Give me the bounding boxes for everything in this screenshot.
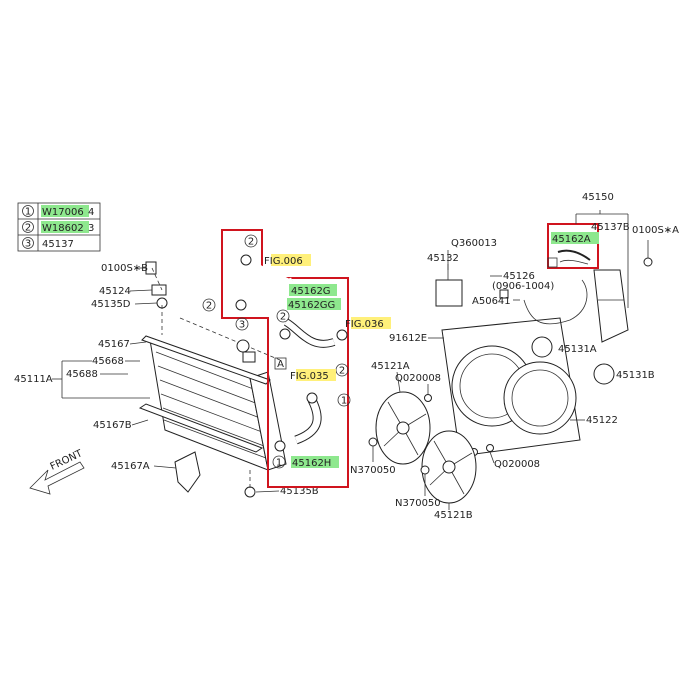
label-45668: 45668 — [92, 356, 124, 367]
fan-shroud-assembly — [424, 257, 653, 457]
hose-clamp-lower-left — [279, 328, 291, 340]
hose-clamp-upper — [240, 254, 252, 266]
label-a50641: A50641 — [472, 296, 511, 307]
label-45135d: 45135D — [91, 299, 131, 310]
label-45150: 45150 — [582, 192, 614, 203]
fig-036-reference[interactable]: FIG.036 — [345, 319, 384, 330]
label-45126: 45126 — [503, 271, 535, 282]
label-45121a: 45121A — [371, 361, 410, 372]
label-q020008-a: Q020008 — [395, 373, 441, 384]
part-45162gg[interactable]: 45162GG — [288, 300, 335, 311]
legend-part-2: W18602 — [42, 223, 84, 234]
label-45131a: 45131A — [558, 344, 597, 355]
lower-support-bar — [138, 403, 264, 453]
hose-group: 2 2 3 2 2 1 1 A FIG.006 FIG.036 FIG.035 … — [202, 229, 391, 488]
left-labels: 0100S∗B 45124 45135D 45167 45668 45111A … — [14, 263, 319, 497]
cushion-45135b — [244, 486, 256, 498]
fan-motor-45131a — [531, 336, 553, 358]
legend-num-1: 1 — [25, 207, 31, 218]
label-0100s-b: 0100S∗B — [101, 263, 148, 274]
legend-num-3: 3 — [25, 239, 31, 250]
hose-45162a-group: 45162A — [547, 223, 599, 269]
label-q360013: Q360013 — [451, 238, 497, 249]
callout-2-right: 2 — [339, 366, 345, 377]
legend-table: 1 2 3 W17006 4 W18602 3 45137 — [17, 202, 101, 252]
fitting-3 — [236, 339, 250, 353]
label-0100s-a: 0100S∗A — [632, 225, 679, 236]
callout-1-right: 1 — [341, 396, 347, 407]
part-45162h[interactable]: 45162H — [292, 458, 331, 469]
hose-clamp-right — [336, 329, 348, 341]
reference-box-a: A — [277, 359, 284, 370]
label-45167b: 45167B — [93, 420, 132, 431]
upper-support-bar — [141, 335, 271, 385]
legend-num-2: 2 — [25, 223, 31, 234]
hose-clamp-bottom — [274, 440, 286, 452]
fan-resistor — [435, 279, 463, 307]
label-45167: 45167 — [98, 339, 130, 350]
red-highlight-45162a — [547, 223, 599, 269]
hose-clamp-mid — [235, 299, 247, 311]
fan-opening-right — [503, 361, 577, 435]
callout-2-top: 2 — [248, 237, 254, 248]
hose-clamp-lower — [306, 392, 318, 404]
label-45132: 45132 — [427, 253, 459, 264]
label-45111a: 45111A — [14, 374, 53, 385]
label-45135b: 45135B — [280, 486, 319, 497]
legend-part-3: 45137 — [42, 239, 74, 250]
label-n370050-a: N370050 — [350, 465, 396, 476]
label-45122: 45122 — [586, 415, 618, 426]
radiator-fins — [155, 351, 267, 459]
coolant-reservoir — [593, 269, 629, 343]
radiator-assembly — [138, 261, 287, 498]
callout-1-bottom: 1 — [276, 458, 282, 469]
label-45688: 45688 — [66, 369, 98, 380]
label-45167a: 45167A — [111, 461, 150, 472]
fan-motor-45131b — [593, 363, 615, 385]
legend-suffix-2: 3 — [88, 223, 94, 234]
red-highlight-hoses — [221, 229, 349, 488]
label-91612e: 91612E — [389, 333, 427, 344]
nut-n370050-b — [420, 465, 430, 475]
right-labels: 45150 45137B 0100S∗A Q360013 45132 45126… — [350, 192, 679, 521]
callout-2-mid: 2 — [280, 312, 286, 323]
fig-035-reference[interactable]: FIG.035 — [290, 371, 329, 382]
bolt-0100s-a — [643, 257, 653, 267]
label-45131b: 45131B — [616, 370, 655, 381]
label-45124: 45124 — [99, 286, 131, 297]
label-45137b: 45137B — [591, 222, 630, 233]
label-q020008-b: Q020008 — [494, 459, 540, 470]
part-45162a[interactable]: 45162A — [552, 234, 591, 245]
wiring-harness — [523, 279, 588, 325]
label-0906-1004: (0906-1004) — [492, 281, 554, 292]
nut-n370050-a — [368, 437, 378, 447]
drain-plug — [242, 351, 256, 363]
part-45162g[interactable]: 45162G — [291, 286, 331, 297]
cooling-fans — [368, 391, 477, 504]
front-direction-arrow: FRONT — [29, 448, 85, 495]
legend-suffix-1: 4 — [88, 207, 94, 218]
fig-006-reference[interactable]: FIG.006 — [264, 256, 303, 267]
callout-2-left: 2 — [206, 301, 212, 312]
label-45121b: 45121B — [434, 510, 473, 521]
lower-bracket — [174, 451, 201, 493]
legend-part-1: W17006 — [42, 207, 84, 218]
callout-3: 3 — [239, 320, 245, 331]
label-n370050-b: N370050 — [395, 498, 441, 509]
bracket-45124 — [151, 284, 167, 296]
